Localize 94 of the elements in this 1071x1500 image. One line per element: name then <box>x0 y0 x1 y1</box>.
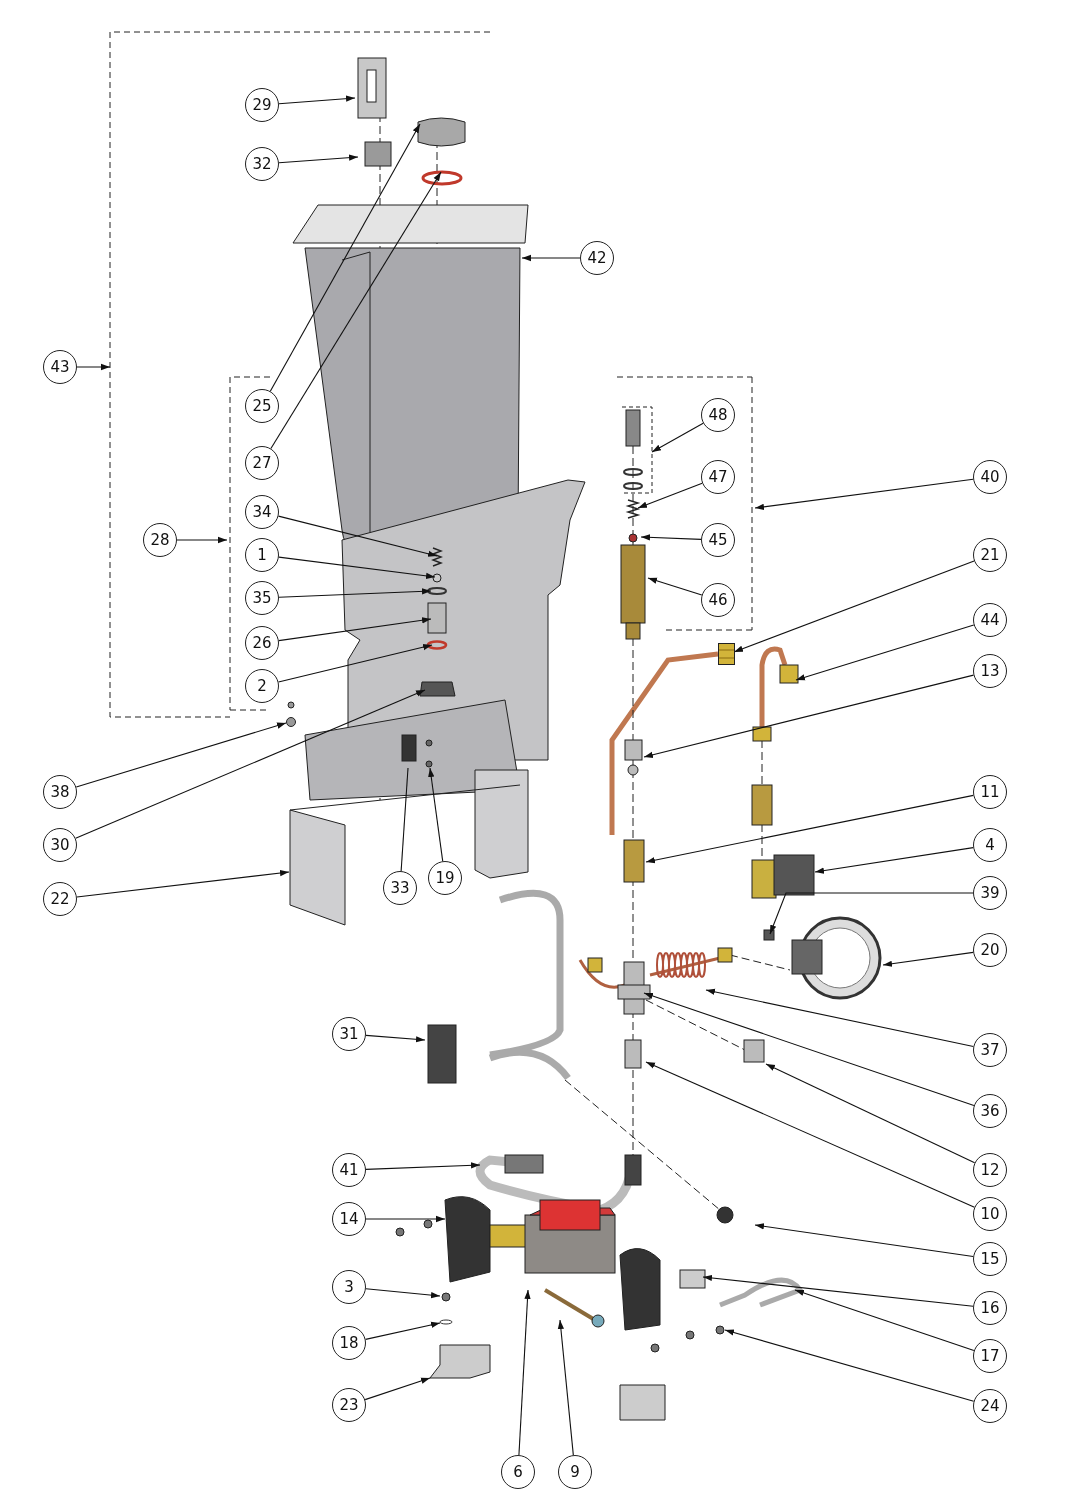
dashed-bracket <box>227 377 233 710</box>
leader-line <box>702 1274 974 1307</box>
leader-line <box>277 644 433 683</box>
callout-number: 38 <box>43 775 77 809</box>
leader-line <box>647 577 703 596</box>
leader-line <box>365 1215 446 1223</box>
leader-line <box>640 534 702 541</box>
leader-line <box>176 536 228 544</box>
callout-number: 9 <box>558 1455 592 1489</box>
callout-number: 42 <box>580 241 614 275</box>
leader-line <box>278 617 432 642</box>
callout-number: 44 <box>973 603 1007 637</box>
callout-number: 14 <box>332 1202 366 1236</box>
callout-number: 19 <box>428 861 462 895</box>
callout-number: 17 <box>973 1339 1007 1373</box>
leader-line <box>705 988 974 1048</box>
leader-line <box>278 556 436 579</box>
callout-number: 31 <box>332 1017 366 1051</box>
callout-number: 6 <box>501 1455 535 1489</box>
callout-number: 28 <box>143 523 177 557</box>
leader-line <box>795 624 975 681</box>
leader-line <box>645 1061 975 1208</box>
screw-icon <box>286 717 296 727</box>
callout-number: 13 <box>973 654 1007 688</box>
callout-number: 24 <box>973 1389 1007 1423</box>
callout-number: 26 <box>245 626 279 660</box>
leader-line <box>75 722 287 788</box>
leader-line <box>754 1223 974 1258</box>
callout-number: 4 <box>973 828 1007 862</box>
leader-line <box>643 674 975 758</box>
callout-number: 39 <box>973 876 1007 910</box>
leader-line <box>637 482 703 509</box>
callout-number: 12 <box>973 1153 1007 1187</box>
leader-line <box>754 478 974 510</box>
leader-line <box>882 951 974 967</box>
callout-number: 29 <box>245 88 279 122</box>
callout-number: 36 <box>973 1094 1007 1128</box>
callout-number: 46 <box>701 583 735 617</box>
callout-number: 27 <box>245 446 279 480</box>
leader-line <box>365 1162 481 1170</box>
pipe-nut-drawing <box>718 643 735 665</box>
leader-line <box>765 1063 976 1164</box>
callout-number: 25 <box>245 389 279 423</box>
callout-number: 30 <box>43 828 77 862</box>
callout-number: 22 <box>43 882 77 916</box>
callout-number: 32 <box>245 147 279 181</box>
leader-line <box>733 560 975 653</box>
leader-line <box>794 1289 975 1352</box>
leader-line <box>278 95 356 105</box>
leader-line <box>75 689 426 839</box>
callout-number: 48 <box>701 398 735 432</box>
callout-number: 41 <box>332 1153 366 1187</box>
leader-line <box>277 515 438 557</box>
dashed-bracket <box>749 377 755 630</box>
callout-number: 37 <box>973 1033 1007 1067</box>
leader-line <box>270 171 442 450</box>
callout-number: 34 <box>245 495 279 529</box>
leader-line <box>400 767 409 872</box>
leader-line <box>651 422 704 453</box>
callout-number: 16 <box>973 1291 1007 1325</box>
leader-line <box>364 1377 431 1401</box>
leader-line <box>365 1288 441 1299</box>
leader-line <box>521 254 581 262</box>
leader-line <box>557 1319 574 1456</box>
callout-number: 33 <box>383 871 417 905</box>
leader-line <box>643 992 975 1107</box>
leader-line <box>814 847 974 874</box>
callout-number: 47 <box>701 460 735 494</box>
leader-line <box>76 869 290 898</box>
leader-line <box>278 588 432 598</box>
leader-line <box>365 1321 441 1340</box>
callout-number: 35 <box>245 581 279 615</box>
leader-line <box>365 1034 426 1043</box>
callout-number: 3 <box>332 1270 366 1304</box>
callout-number: 11 <box>973 775 1007 809</box>
leader-line <box>645 794 974 864</box>
callout-number: 40 <box>973 460 1007 494</box>
leader-line <box>269 123 421 392</box>
callout-number: 2 <box>245 669 279 703</box>
callout-number: 18 <box>332 1326 366 1360</box>
callout-number: 15 <box>973 1242 1007 1276</box>
leader-line <box>518 1289 531 1456</box>
leader-line <box>428 767 444 862</box>
callout-number: 23 <box>332 1388 366 1422</box>
leader-line <box>724 1329 975 1402</box>
callout-number: 10 <box>973 1197 1007 1231</box>
leader-line <box>769 892 974 935</box>
callout-number: 1 <box>245 538 279 572</box>
leader-line <box>278 154 359 164</box>
callout-number: 43 <box>43 350 77 384</box>
callout-number: 45 <box>701 523 735 557</box>
callout-number: 21 <box>973 538 1007 572</box>
callout-number: 20 <box>973 933 1007 967</box>
leader-line <box>76 363 111 371</box>
